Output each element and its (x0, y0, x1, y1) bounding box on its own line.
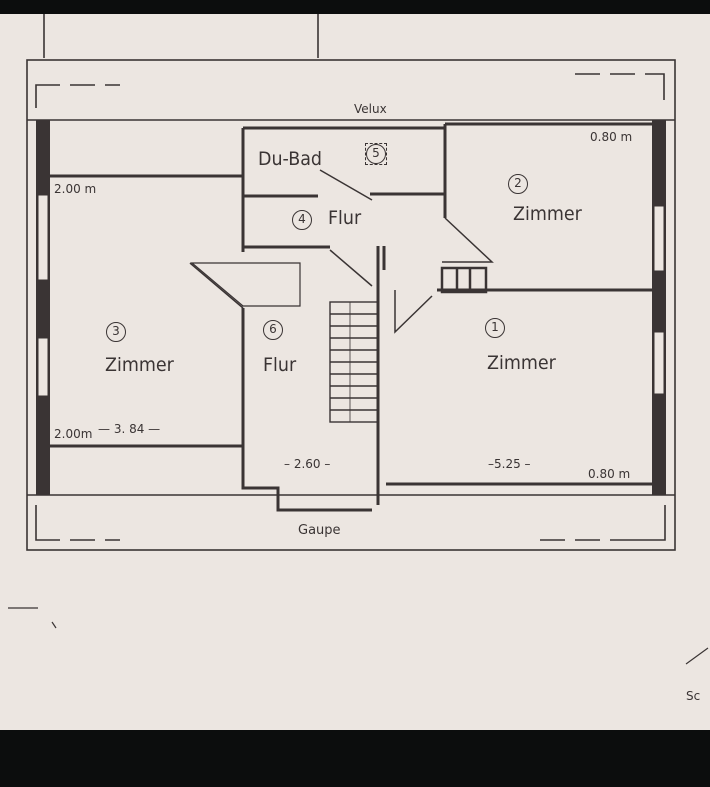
dimension-bottom-right: 0.80 m (588, 467, 631, 481)
room-zimmer-3-number: 3 (106, 322, 126, 342)
room-flur-6-number: 6 (263, 320, 283, 340)
gaupe-label: Gaupe (298, 523, 341, 538)
dimension-width-room3: — 3. 84 — (98, 422, 161, 436)
room-zimmer-2-name: Zimmer (513, 203, 582, 225)
corner-cut-label: Sc (686, 689, 701, 703)
room-zimmer-3-name: Zimmer (105, 354, 174, 376)
room-du-bad-name: Du-Bad (258, 148, 323, 170)
room-flur-4-number: 4 (292, 210, 312, 230)
room-du-bad-marker (365, 143, 387, 165)
velux-label: Velux (354, 102, 387, 116)
dimension-width-room1: –5.25 – (488, 457, 531, 471)
plan-paper (0, 14, 710, 730)
dimension-left-bottom: 2.00m (54, 427, 93, 441)
dimension-left-top: 2.00 m (54, 182, 97, 196)
room-flur-6-name: Flur (263, 354, 297, 376)
room-du-bad-number: 5 (366, 144, 386, 164)
dimension-width-flur6: – 2.60 – (284, 457, 331, 471)
room-zimmer-2-number: 2 (508, 174, 528, 194)
room-flur-4-name: Flur (328, 207, 362, 229)
room-zimmer-1-name: Zimmer (487, 352, 556, 374)
room-zimmer-1-number: 1 (485, 318, 505, 338)
dimension-top-right: 0.80 m (590, 130, 633, 144)
